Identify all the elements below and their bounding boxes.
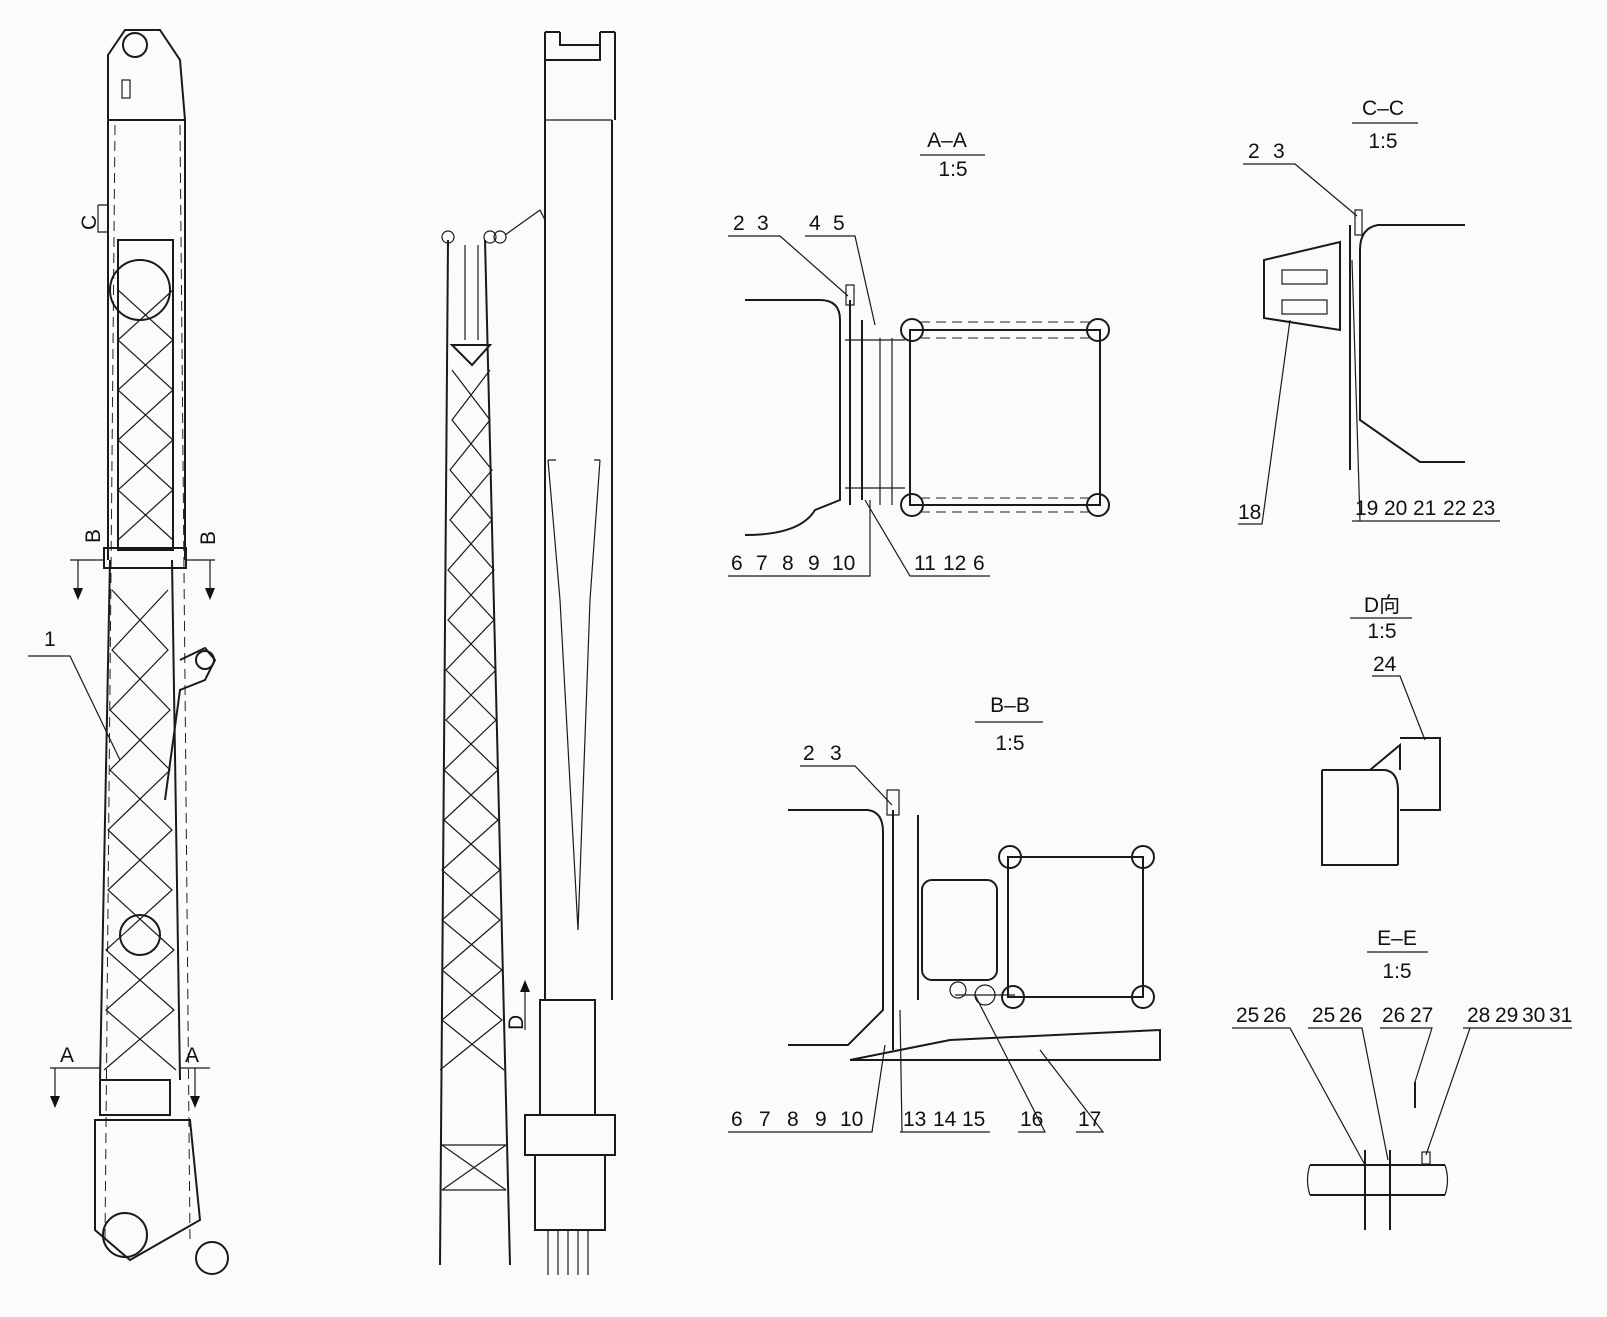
view-aa-label-6b: 6 bbox=[973, 552, 985, 575]
view-ee-label-25a: 25 bbox=[1236, 1004, 1259, 1027]
item-label-1: 1 bbox=[44, 628, 56, 651]
view-cc-label-23: 23 bbox=[1472, 497, 1495, 520]
view-ee-label-27: 27 bbox=[1410, 1004, 1433, 1027]
view-ee-label-31: 31 bbox=[1549, 1004, 1572, 1027]
view-ee-title: E–E bbox=[1377, 927, 1417, 950]
view-ee-label-26a: 26 bbox=[1263, 1004, 1286, 1027]
section-mark-a-right: A bbox=[185, 1044, 199, 1067]
view-ee-label-29: 29 bbox=[1495, 1004, 1518, 1027]
view-bb-label-8: 8 bbox=[787, 1108, 799, 1131]
view-ee-scale: 1:5 bbox=[1382, 960, 1411, 983]
view-cc-label-19: 19 bbox=[1355, 497, 1378, 520]
view-cc-label-18: 18 bbox=[1238, 501, 1261, 524]
view-aa-label-2: 2 bbox=[733, 212, 745, 235]
view-bb-label-16: 16 bbox=[1020, 1108, 1043, 1131]
view-aa-label-9: 9 bbox=[808, 552, 820, 575]
section-mark-c: C bbox=[78, 215, 101, 230]
view-cc-label-2: 2 bbox=[1248, 140, 1260, 163]
view-aa-label-6: 6 bbox=[731, 552, 743, 575]
section-view-c-c: C–C 1:5 2 3 18 19 20 21 22 23 bbox=[1238, 97, 1500, 525]
view-cc-label-21: 21 bbox=[1413, 497, 1436, 520]
view-bb-label-7: 7 bbox=[759, 1108, 771, 1131]
view-aa-label-7: 7 bbox=[756, 552, 768, 575]
view-cc-label-22: 22 bbox=[1443, 497, 1466, 520]
view-aa-label-12: 12 bbox=[943, 552, 966, 575]
view-aa-scale: 1:5 bbox=[938, 158, 967, 181]
view-cc-label-3: 3 bbox=[1273, 140, 1285, 163]
view-aa-label-11: 11 bbox=[914, 552, 936, 575]
view-bb-label-15: 15 bbox=[962, 1108, 985, 1131]
view-aa-title: A–A bbox=[927, 129, 967, 152]
view-cc-scale: 1:5 bbox=[1368, 130, 1397, 153]
view-bb-label-2: 2 bbox=[803, 742, 815, 765]
view-d-label-24: 24 bbox=[1373, 653, 1397, 676]
view-bb-label-14: 14 bbox=[933, 1108, 957, 1131]
section-view-e-e: E–E 1:5 25 26 25 26 26 27 28 29 30 31 bbox=[1232, 927, 1572, 1230]
view-ee-label-25b: 25 bbox=[1312, 1004, 1335, 1027]
view-aa-label-5: 5 bbox=[833, 212, 845, 235]
view-bb-scale: 1:5 bbox=[995, 732, 1024, 755]
view-cc-title: C–C bbox=[1362, 97, 1404, 120]
section-view-a-a: A–A 1:5 2 3 4 5 6 7 8 9 10 11 12 6 bbox=[728, 129, 1110, 577]
view-d-title: D向 bbox=[1364, 594, 1400, 617]
view-bb-title: B–B bbox=[990, 694, 1030, 717]
view-bb-label-10: 10 bbox=[840, 1108, 863, 1131]
main-boom-side-view: C B B A A 1 bbox=[28, 29, 229, 1275]
view-bb-label-9: 9 bbox=[815, 1108, 827, 1131]
view-bb-label-13: 13 bbox=[903, 1108, 926, 1131]
view-ee-label-28: 28 bbox=[1467, 1004, 1490, 1027]
view-aa-label-4: 4 bbox=[809, 212, 821, 235]
section-mark-b-left: B bbox=[82, 529, 105, 543]
section-view-b-b: B–B 1:5 2 3 6 7 8 9 10 13 14 15 16 17 bbox=[728, 694, 1161, 1133]
view-aa-label-8: 8 bbox=[782, 552, 794, 575]
view-bb-label-6: 6 bbox=[731, 1108, 743, 1131]
section-mark-b-right: B bbox=[197, 531, 220, 545]
section-mark-d: D bbox=[505, 1015, 528, 1030]
view-aa-label-3: 3 bbox=[757, 212, 769, 235]
view-ee-label-26b: 26 bbox=[1339, 1004, 1362, 1027]
view-cc-label-20: 20 bbox=[1384, 497, 1407, 520]
main-boom-front-view: D bbox=[439, 31, 616, 1275]
view-d: D向 1:5 24 bbox=[1321, 594, 1441, 866]
section-mark-a-left: A bbox=[60, 1044, 74, 1067]
view-aa-label-10: 10 bbox=[832, 552, 855, 575]
view-bb-label-17: 17 bbox=[1078, 1108, 1101, 1131]
view-ee-label-30: 30 bbox=[1522, 1004, 1545, 1027]
view-bb-label-3: 3 bbox=[830, 742, 842, 765]
view-d-scale: 1:5 bbox=[1367, 620, 1396, 643]
view-ee-label-26c: 26 bbox=[1382, 1004, 1405, 1027]
